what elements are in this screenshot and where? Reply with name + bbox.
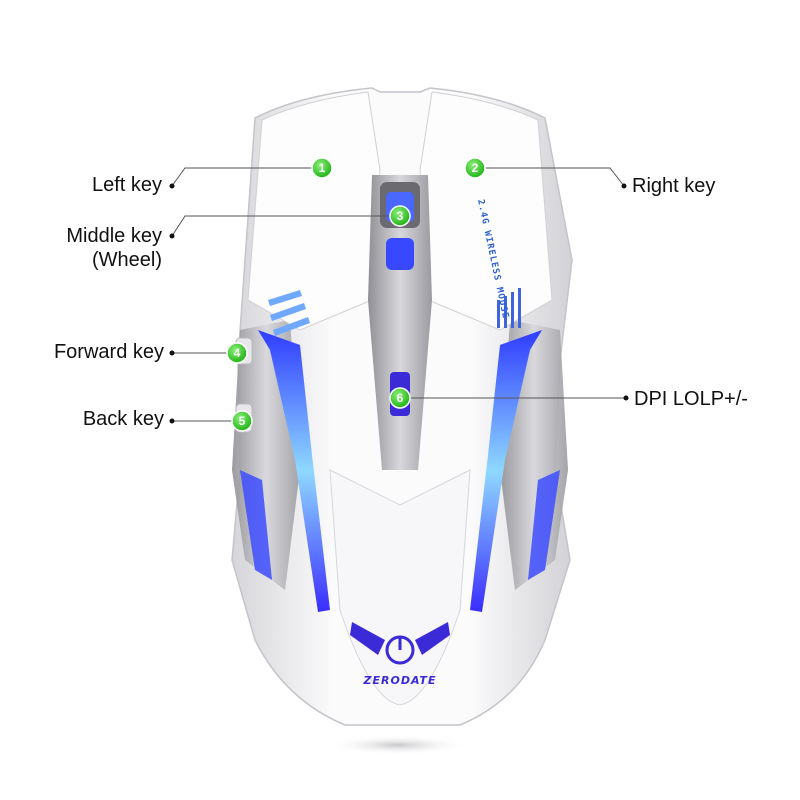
brand-logo — [350, 622, 450, 665]
left-vent-slits — [268, 290, 310, 336]
label-dpi: DPI LOLP+/- — [634, 388, 748, 410]
logo-left-wing — [350, 622, 385, 655]
marker-6: 6 — [389, 387, 411, 409]
label-middle-key-wheel: (Wheel) — [91, 249, 162, 271]
front-panel — [329, 469, 471, 706]
brand-name: ZERODATE — [363, 674, 437, 687]
center-channel — [368, 175, 432, 470]
leader-middle-key — [171, 215, 392, 237]
marker-4: 4 — [226, 342, 248, 364]
leader-right-key — [484, 167, 625, 187]
left-click-button[interactable] — [247, 91, 381, 331]
right-vent-bars — [497, 288, 521, 328]
svg-text:6: 6 — [397, 391, 404, 405]
svg-text:2: 2 — [472, 161, 479, 175]
label-back-key: Back key — [82, 408, 164, 430]
label-middle-key: Middle key — [66, 225, 162, 247]
svg-text:1: 1 — [319, 161, 326, 175]
marker-5: 5 — [231, 410, 253, 432]
label-right-key: Right key — [632, 175, 716, 197]
leader-left-key — [171, 167, 313, 187]
left-glow-strip — [258, 330, 330, 612]
svg-text:5: 5 — [239, 414, 246, 428]
leader-lines — [171, 167, 626, 422]
logo-right-wing — [415, 622, 450, 655]
label-left-key: Left key — [91, 174, 162, 196]
label-forward-key: Forward key — [53, 341, 164, 363]
dpi-led — [386, 238, 414, 270]
svg-text:4: 4 — [234, 346, 241, 360]
right-lower-glow — [528, 470, 560, 580]
marker-3: 3 — [389, 205, 411, 227]
marker-1: 1 — [311, 157, 333, 179]
power-icon — [385, 635, 415, 665]
marker-2: 2 — [464, 157, 486, 179]
left-lower-glow — [240, 470, 272, 580]
leader-dots — [169, 183, 629, 424]
right-glow-strip — [470, 330, 542, 612]
svg-text:3: 3 — [397, 209, 404, 223]
mouse-shadow — [328, 735, 468, 755]
